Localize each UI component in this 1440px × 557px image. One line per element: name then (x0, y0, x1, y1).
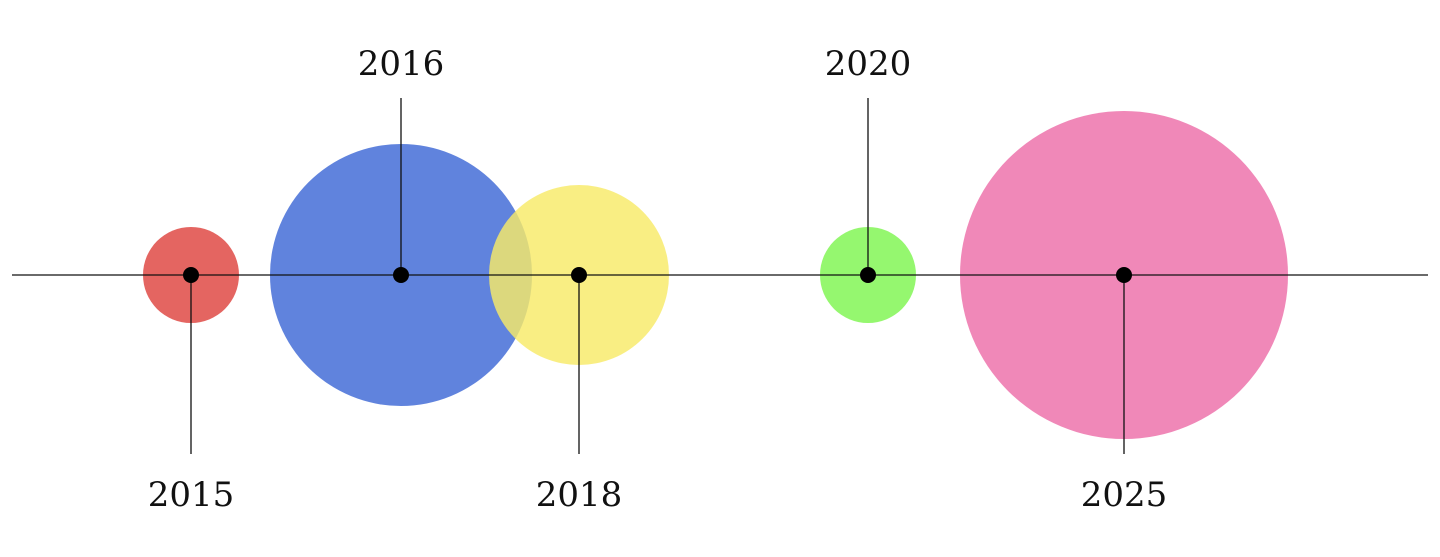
event-markers (183, 267, 1132, 283)
year-label-2025: 2025 (1081, 475, 1168, 515)
marker-2015 (183, 267, 199, 283)
marker-2020 (860, 267, 876, 283)
leader-lines (190, 98, 1125, 454)
year-label-2018: 2018 (536, 475, 623, 515)
year-label-2016: 2016 (358, 44, 445, 84)
year-label-2015: 2015 (148, 475, 235, 515)
year-label-2020: 2020 (825, 44, 912, 84)
marker-2025 (1116, 267, 1132, 283)
year-labels: 2015 2016 2018 2020 2025 (148, 44, 1168, 515)
marker-2016 (393, 267, 409, 283)
marker-2018 (571, 267, 587, 283)
